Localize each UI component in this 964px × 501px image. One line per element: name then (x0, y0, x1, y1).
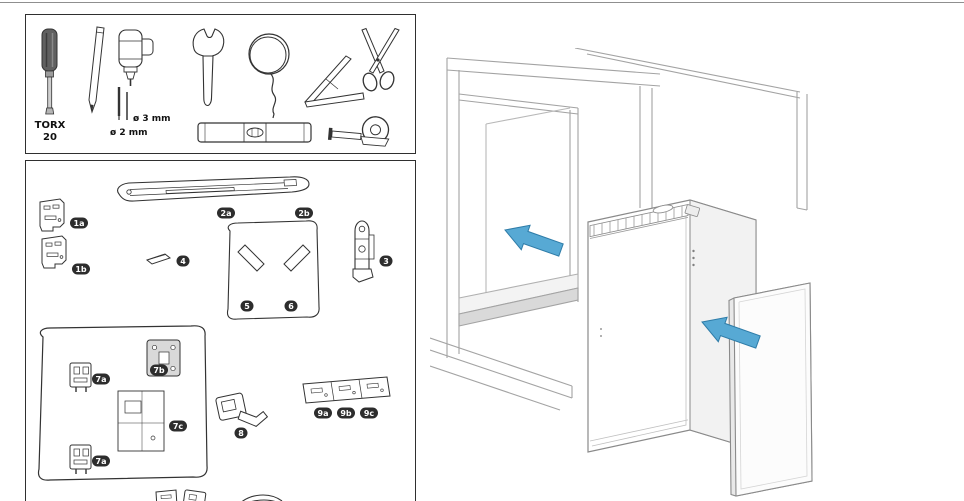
svg-text:9b: 9b (340, 409, 352, 418)
template-cutout-marks (117, 390, 165, 452)
open-end-wrench-icon (192, 28, 225, 107)
part-badge-6: 6 (284, 300, 298, 312)
torx-label-line1: TORX (35, 120, 66, 131)
insert-arrow-door (701, 316, 761, 349)
svg-text:9a: 9a (318, 409, 329, 418)
part-connector-7a-upper (69, 362, 92, 392)
part-badge-9c: 9c (360, 407, 378, 419)
svg-text:1a: 1a (74, 219, 85, 228)
cable-coil-icon (248, 33, 290, 119)
scissors-icon (361, 27, 400, 92)
svg-text:9c: 9c (364, 409, 375, 418)
installation-scene (430, 48, 813, 497)
furniture-door-panel (728, 282, 813, 497)
part-protective-sheet (226, 220, 320, 320)
try-square-icon (304, 55, 365, 108)
part-badge-2a: 2a (217, 207, 235, 219)
page-top-rule (0, 2, 964, 3)
part-hinge-slide (352, 220, 375, 283)
part-badge-9b: 9b (337, 407, 355, 419)
part-spacer (145, 253, 172, 265)
part-badge-3: 3 (379, 255, 393, 267)
part-badge-4: 4 (176, 255, 190, 267)
pencil-icon (88, 26, 105, 114)
svg-text:8: 8 (238, 429, 244, 438)
part-badge-7b: 7b (150, 364, 168, 376)
part-badge-5: 5 (240, 300, 254, 312)
tape-measure-icon (327, 116, 390, 147)
torx-label-line2: 20 (43, 132, 57, 143)
part-badge-8: 8 (234, 427, 248, 439)
part-top-rail (117, 176, 310, 202)
part-badge-1a: 1a (70, 217, 88, 229)
part-fixing-strip-9 (302, 376, 391, 404)
bit-3mm-label: ø 3 mm (133, 114, 170, 124)
parts-cutoff-bottom-row (155, 489, 283, 501)
parts-illustration: 1a 1b 2a 2b 3 4 5 6 7a 7b 7c 7a 8 9a 9b … (37, 176, 393, 501)
part-template-sheet (37, 325, 208, 481)
insert-arrow-niche (504, 224, 564, 257)
part-badge-9a: 9a (314, 407, 332, 419)
svg-text:4: 4 (180, 257, 186, 266)
part-badge-7c: 7c (169, 420, 187, 432)
part-mounting-bracket-1a (39, 198, 65, 232)
part-badge-1b: 1b (72, 263, 90, 275)
part-badge-7a-upper: 7a (92, 373, 110, 385)
svg-text:2b: 2b (298, 209, 310, 218)
cordless-screwdriver-icon (118, 29, 154, 86)
part-cover-clip-8 (215, 392, 269, 427)
svg-text:2a: 2a (221, 209, 232, 218)
part-mounting-bracket-1b (41, 235, 67, 269)
svg-text:1b: 1b (75, 265, 87, 274)
bit-2mm-label: ø 2 mm (110, 128, 147, 138)
part-badge-2b: 2b (295, 207, 313, 219)
svg-text:7a: 7a (96, 457, 107, 466)
cabinet-niche (430, 48, 808, 411)
part-connector-7a-lower (69, 444, 92, 474)
svg-text:7b: 7b (153, 366, 165, 375)
brand-logo-oval (652, 204, 674, 214)
svg-text:7a: 7a (96, 375, 107, 384)
drill-bits-icon: ø 3 mm ø 2 mm (110, 87, 170, 138)
spirit-level-icon (197, 122, 312, 143)
svg-text:3: 3 (383, 257, 389, 266)
tools-panel: TORX 20 ø 3 mm ø 2 mm (25, 14, 416, 154)
tools-illustration: TORX 20 ø 3 mm ø 2 mm (35, 26, 400, 147)
part-badge-7a-lower: 7a (92, 455, 110, 467)
svg-text:5: 5 (244, 302, 250, 311)
door-hinge-hardware (684, 204, 701, 267)
parts-panel: 1a 1b 2a 2b 3 4 5 6 7a 7b 7c 7a 8 9a 9b … (25, 160, 416, 501)
insertion-arrows (504, 224, 761, 349)
svg-text:6: 6 (288, 302, 294, 311)
torx-screwdriver-icon (41, 28, 58, 115)
svg-text:7c: 7c (173, 422, 184, 431)
part-hinge-plate-7b (146, 339, 181, 377)
